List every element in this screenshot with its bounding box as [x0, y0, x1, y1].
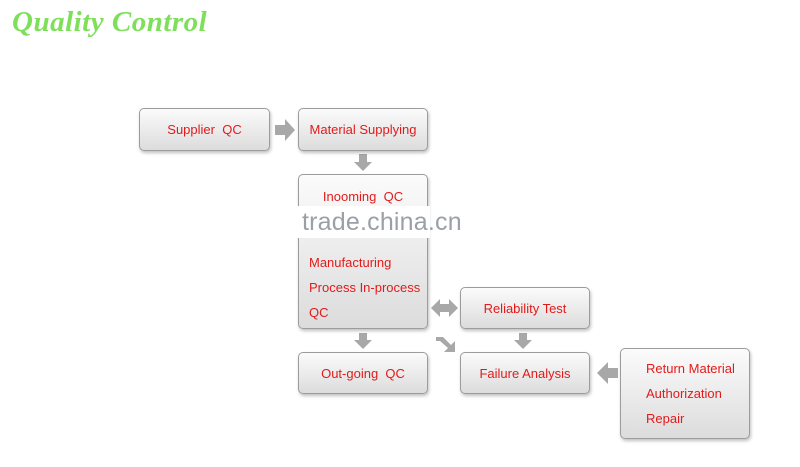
supplier-qc-label: Supplier QC [167, 122, 242, 137]
supplier-qc-box: Supplier QC [139, 108, 270, 151]
return-material-line-3: Repair [646, 411, 685, 426]
manufacturing-label: Manufacturing Process In-process QC [309, 250, 420, 325]
arrow-right-icon [275, 119, 295, 141]
failure-analysis-box: Failure Analysis [460, 352, 590, 394]
arrow-down-icon [354, 154, 372, 171]
incoming-manufacturing-box: Inooming QC [298, 174, 428, 329]
manufacturing-line-3: QC [309, 305, 329, 320]
material-supplying-box: Material Supplying [298, 108, 428, 151]
return-material-box: Return Material Authorization Repair [620, 348, 750, 439]
manufacturing-line-1: Manufacturing [309, 255, 392, 270]
return-material-line-1: Return Material [646, 361, 735, 376]
return-material-line-2: Authorization [646, 386, 722, 401]
watermark: trade.china.cn [302, 208, 462, 236]
box-split-gap [296, 206, 430, 238]
page-title: Quality Control [12, 6, 208, 38]
outgoing-qc-label: Out-going QC [321, 365, 405, 381]
arrow-down-icon [354, 333, 372, 349]
double-arrow-icon [431, 299, 458, 317]
arrow-left-icon [597, 362, 618, 384]
return-material-label: Return Material Authorization Repair [632, 356, 735, 431]
material-supplying-label: Material Supplying [309, 122, 417, 137]
incoming-qc-label: Inooming QC [322, 189, 404, 204]
outgoing-qc-box: Out-going QC [298, 352, 428, 394]
reliability-test-box: Reliability Test [460, 287, 590, 329]
reliability-test-label: Reliability Test [483, 300, 567, 316]
arrow-diagonal-icon [436, 337, 455, 352]
manufacturing-line-2: Process In-process [309, 280, 421, 295]
arrow-down-icon [514, 333, 532, 349]
failure-analysis-label: Failure Analysis [479, 365, 571, 381]
